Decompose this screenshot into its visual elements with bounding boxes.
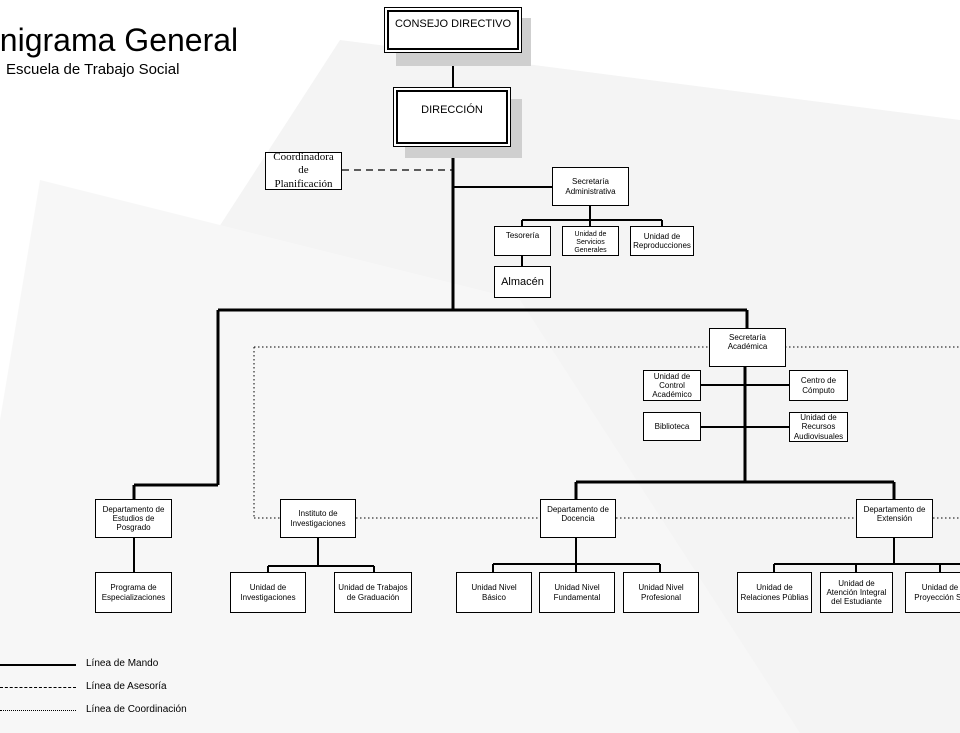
sec-acad-label: Secretaría Académica — [727, 333, 768, 352]
proyeccion-label: Unidad de Proyección So — [914, 583, 960, 602]
direccion-box: DIRECCIÓN — [393, 87, 511, 147]
almacen-label: Almacén — [501, 275, 544, 288]
atencion-box: Unidad de Atención Integral del Estudian… — [820, 572, 893, 613]
servicios-box: Unidad de Servicios Generales — [562, 226, 619, 256]
nivel-profesional-box: Unidad Nivel Profesional — [623, 572, 699, 613]
tesoreria-label: Tesorería — [505, 231, 540, 240]
docencia-box: Departamento de Docencia — [540, 499, 616, 538]
legend-mando-label: Línea de Mando — [86, 658, 159, 669]
proyeccion-box: Unidad de Proyección So — [905, 572, 960, 613]
computo-label: Centro de Cómputo — [800, 376, 837, 395]
biblioteca-label: Biblioteca — [654, 421, 690, 431]
audiovisuales-label: Unidad de Recursos Audiovisuales — [793, 413, 844, 441]
coordinadora-label: Coordinadora de Planificación — [273, 151, 334, 190]
computo-box: Centro de Cómputo — [789, 370, 848, 401]
nivel-basico-box: Unidad Nivel Básico — [456, 572, 532, 613]
legend-mando-line — [0, 664, 76, 666]
control-label: Unidad de Control Académico — [652, 371, 692, 400]
legend-asesoria-line — [0, 687, 76, 688]
relaciones-label: Unidad de Relaciones Públias — [740, 583, 809, 602]
nivel-fundamental-label: Unidad Nivel Fundamental — [553, 583, 601, 602]
legend-coordinacion-label: Línea de Coordinación — [86, 704, 187, 715]
posgrado-box: Departamento de Estudios de Posgrado — [95, 499, 172, 538]
extension-label: Departamento de Extensión — [863, 505, 926, 524]
control-box: Unidad de Control Académico — [643, 370, 701, 401]
consejo-directivo-box: CONSEJO DIRECTIVO — [384, 7, 522, 53]
reproducciones-label: Unidad de Reproducciones — [633, 231, 691, 250]
nivel-fundamental-box: Unidad Nivel Fundamental — [539, 572, 615, 613]
sec-admin-label: Secretaría Administrativa — [565, 177, 616, 196]
unidad-investigaciones-box: Unidad de Investigaciones — [230, 572, 306, 613]
trabajos-graduacion-label: Unidad de Trabajos de Graduación — [338, 583, 408, 602]
atencion-label: Unidad de Atención Integral del Estudian… — [826, 578, 887, 607]
unidad-investigaciones-label: Unidad de Investigaciones — [240, 583, 296, 602]
legend-coordinacion-line — [0, 710, 76, 711]
instituto-investigaciones-label: Instituto de Investigaciones — [290, 509, 346, 528]
page-title: anigrama General — [0, 22, 239, 58]
sec-acad-box: Secretaría Académica — [709, 328, 786, 367]
servicios-label: Unidad de Servicios Generales — [574, 231, 607, 255]
docencia-label: Departamento de Docencia — [547, 505, 609, 524]
biblioteca-box: Biblioteca — [643, 412, 701, 441]
especializaciones-box: Programa de Especializaciones — [95, 572, 172, 613]
nivel-basico-label: Unidad Nivel Básico — [471, 583, 517, 602]
relaciones-box: Unidad de Relaciones Públias — [737, 572, 812, 613]
tesoreria-box: Tesorería — [494, 226, 551, 256]
coordinadora-box: Coordinadora de Planificación — [265, 151, 342, 190]
reproducciones-box: Unidad de Reproducciones — [630, 226, 694, 256]
trabajos-graduacion-box: Unidad de Trabajos de Graduación — [334, 572, 412, 613]
posgrado-label: Departamento de Estudios de Posgrado — [102, 504, 165, 533]
instituto-investigaciones-box: Instituto de Investigaciones — [280, 499, 356, 538]
nivel-profesional-label: Unidad Nivel Profesional — [638, 583, 684, 602]
extension-box: Departamento de Extensión — [856, 499, 933, 538]
legend-asesoria-label: Línea de Asesoría — [86, 681, 167, 692]
sec-admin-box: Secretaría Administrativa — [552, 167, 629, 206]
direccion-label: DIRECCIÓN — [421, 104, 483, 116]
almacen-box: Almacén — [494, 266, 551, 298]
audiovisuales-box: Unidad de Recursos Audiovisuales — [789, 412, 848, 442]
especializaciones-label: Programa de Especializaciones — [101, 583, 166, 602]
consejo-directivo-label: CONSEJO DIRECTIVO — [394, 18, 512, 30]
page-subtitle: Escuela de Trabajo Social — [6, 61, 180, 78]
